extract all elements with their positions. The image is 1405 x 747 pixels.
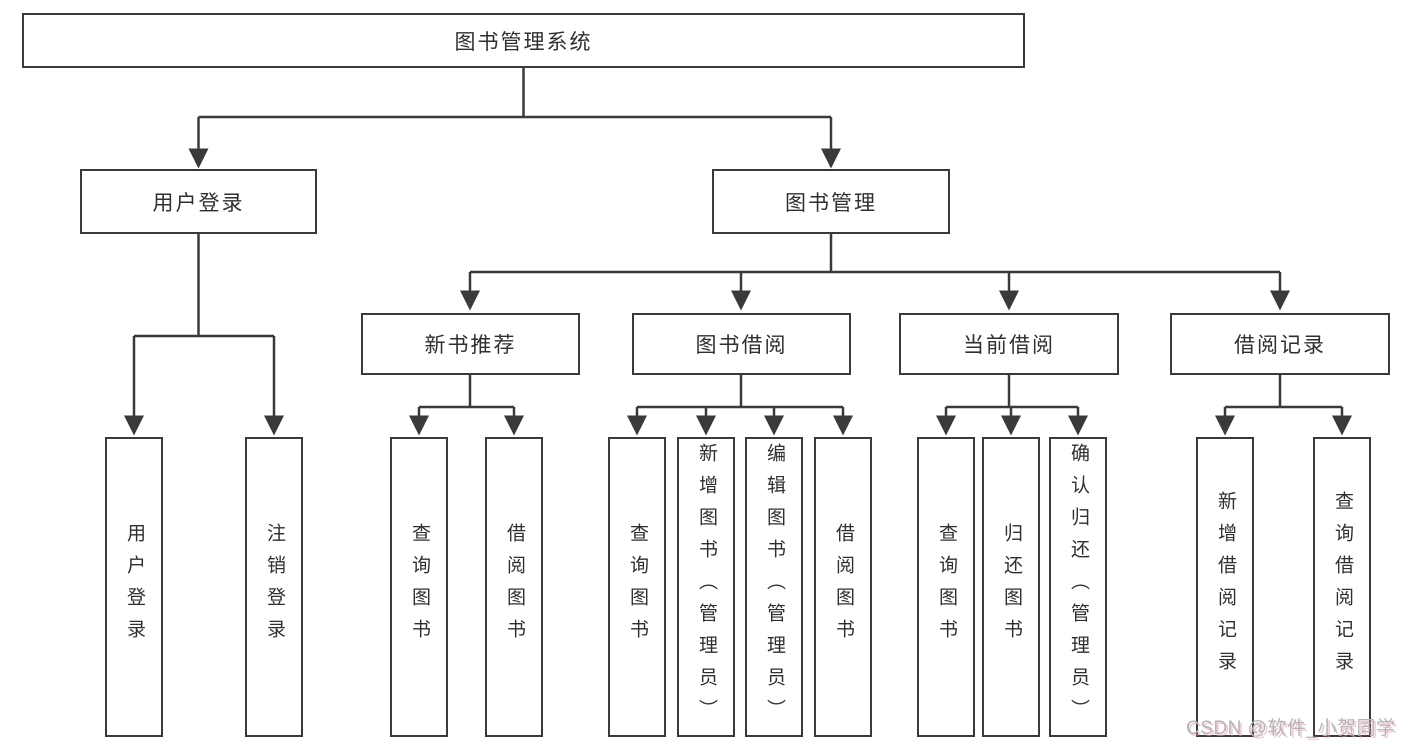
leaf-return-books: 归还图书 <box>982 437 1040 737</box>
leaf-query-books-recommend: 查询图书 <box>390 437 448 737</box>
leaf-edit-book-admin: 编辑图书（管理员） <box>745 437 803 737</box>
node-new-book-recommend: 新书推荐 <box>361 313 580 375</box>
node-book-borrowing: 图书借阅 <box>632 313 851 375</box>
leaf-add-book-admin: 新增图书（管理员） <box>677 437 735 737</box>
leaf-logout: 注销登录 <box>245 437 303 737</box>
node-book-management: 图书管理 <box>712 169 950 234</box>
csdn-watermark: CSDN @软件_小贺同学 <box>1186 718 1396 739</box>
leaf-add-borrow-record: 新增借阅记录 <box>1196 437 1254 737</box>
leaf-borrow-books-recommend: 借阅图书 <box>485 437 543 737</box>
leaf-user-login: 用户登录 <box>105 437 163 737</box>
leaf-query-books-borrowing: 查询图书 <box>608 437 666 737</box>
node-root-system: 图书管理系统 <box>22 13 1025 68</box>
leaf-confirm-return-admin: 确认归还（管理员） <box>1049 437 1107 737</box>
leaf-borrow-books-borrowing: 借阅图书 <box>814 437 872 737</box>
node-user-login-branch: 用户登录 <box>80 169 317 234</box>
leaf-query-books-current: 查询图书 <box>917 437 975 737</box>
leaf-query-borrow-record: 查询借阅记录 <box>1313 437 1371 737</box>
node-current-borrowing: 当前借阅 <box>899 313 1119 375</box>
node-borrow-records: 借阅记录 <box>1170 313 1390 375</box>
